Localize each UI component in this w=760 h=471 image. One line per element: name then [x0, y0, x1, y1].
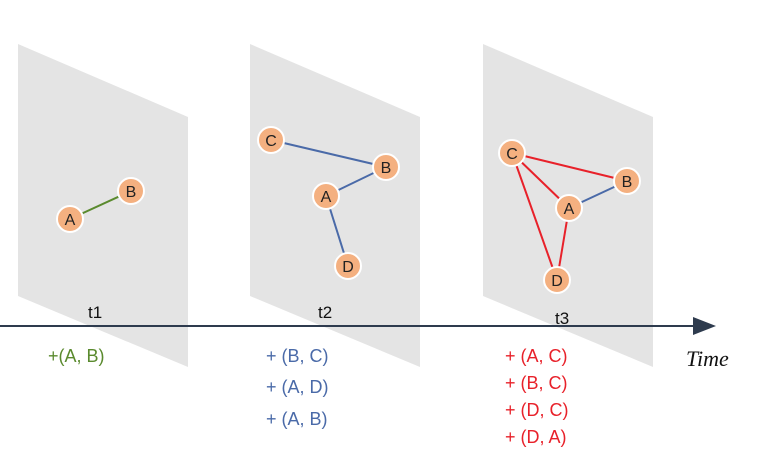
node-c-t3: C — [498, 139, 526, 167]
node-a-t2: A — [312, 182, 340, 210]
svg-text:B: B — [381, 160, 392, 177]
snapshot-label-t3: t3 — [555, 309, 569, 328]
edge-c-b-t2 — [270, 139, 387, 168]
node-d-t2: D — [334, 252, 362, 280]
svg-text:C: C — [506, 146, 518, 163]
svg-text:D: D — [342, 259, 354, 276]
svg-text:A: A — [321, 189, 332, 206]
node-b-t1: B — [117, 177, 145, 205]
snapshot-label-t1: t1 — [88, 303, 102, 322]
snapshot-label-t2: t2 — [318, 303, 332, 322]
change-t3-3: + (D, A) — [505, 427, 567, 447]
change-t2-1: + (A, D) — [266, 377, 329, 397]
node-a-t1: A — [56, 205, 84, 233]
change-t2-2: + (A, B) — [266, 409, 328, 429]
svg-text:A: A — [564, 201, 575, 218]
node-b-t3: B — [613, 167, 641, 195]
change-t3-2: + (D, C) — [505, 400, 569, 420]
change-t3-0: + (A, C) — [505, 346, 568, 366]
svg-text:D: D — [551, 273, 563, 290]
node-c-t2: C — [257, 126, 285, 154]
time-axis-arrowhead — [693, 317, 716, 335]
snapshot-panel-t1 — [18, 44, 188, 367]
svg-text:C: C — [265, 133, 277, 150]
edge-c-d-t3 — [511, 152, 558, 281]
svg-text:B: B — [126, 184, 137, 201]
change-t1-0: +(A, B) — [48, 346, 105, 366]
node-d-t3: D — [543, 266, 571, 294]
node-b-t2: B — [372, 153, 400, 181]
edge-c-b-t3 — [511, 152, 628, 182]
svg-text:A: A — [65, 212, 76, 229]
node-a-t3: A — [555, 194, 583, 222]
change-t3-1: + (B, C) — [505, 373, 568, 393]
svg-text:B: B — [622, 174, 633, 191]
time-axis-label: Time — [686, 346, 729, 371]
change-t2-0: + (B, C) — [266, 346, 329, 366]
